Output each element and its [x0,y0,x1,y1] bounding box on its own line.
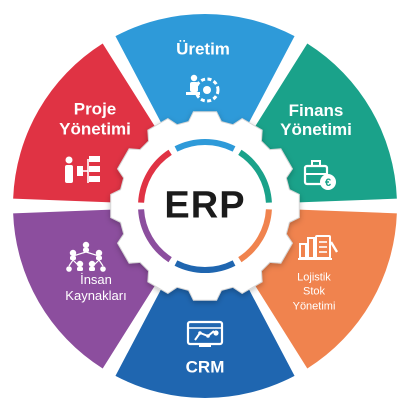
hub-color-ring [138,139,272,273]
gear-hub [110,111,300,301]
segment-uretim [115,13,295,132]
hub-inner-disc [147,148,263,264]
segment-label-finans: Finans Yönetimi [280,101,352,139]
inventory-clipboard-icon [298,235,339,260]
segment-crm [115,280,295,398]
hub-arc-finans [238,149,272,203]
crm-title: CRM [185,357,225,377]
finans-title-line2: Yönetimi [280,120,352,139]
center-erp-label: ERP [164,184,246,227]
segment-label-crm: CRM [186,357,225,376]
proje-title-line1: Proje [73,99,117,119]
segment-label-insan: İnsan Kaynakları [65,272,126,305]
briefcase-euro-icon: € [303,160,336,190]
insan-title-line2: Kaynakları [65,288,127,303]
segment-label-proje: Proje Yönetimi [59,100,131,141]
lojistik-title-line1: Lojistik [297,271,331,284]
monitor-robot-arm-icon [186,320,224,347]
lojistik-title-line3: Yönetimi [292,300,336,313]
lojistik-title-line2: Stok [302,285,326,298]
hub-arc-proje [138,149,172,203]
uretim-title: Üretim [176,39,230,59]
finans-title-line1: Finans [288,100,344,120]
svg-text:€: € [325,177,331,189]
hub-arc-lojistik [238,209,272,263]
hub-arc-uretim [174,139,236,152]
org-network-icon [66,241,106,272]
hub-arc-insan [138,209,172,263]
org-chart-person-icon [65,156,100,183]
insan-title-line1: İnsan [80,271,112,287]
gear-worker-icon [186,74,220,103]
hub-arc-crm [174,260,236,273]
segment-label-uretim: Üretim [176,39,230,58]
proje-title-line2: Yönetimi [59,120,131,139]
segment-label-lojistik: Lojistik Stok Yönetimi [293,271,336,314]
